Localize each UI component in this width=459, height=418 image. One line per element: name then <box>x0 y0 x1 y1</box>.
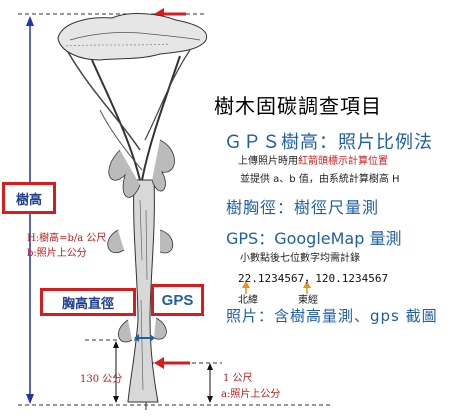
diagram-title: 樹木固碳調查項目 <box>214 94 382 118</box>
googlemap-note: 小數點後七位數字均需計錄 <box>240 253 360 264</box>
breast-height-label: 130 公分 <box>80 374 123 385</box>
a-value-label: a:照片上公分 <box>221 389 281 400</box>
tree-height-label-box: 樹高 <box>2 182 56 214</box>
formula-height: H:樹高=b/a 公尺 <box>27 233 107 244</box>
tree-canopy <box>57 13 208 61</box>
latitude-label: 北緯 <box>238 295 258 306</box>
googlemap-heading: GPS：GoogleMap 量測 <box>226 229 402 248</box>
gps-label-box: GPS <box>151 284 204 316</box>
lat-arrow <box>242 281 250 288</box>
lng-arrow <box>303 281 311 288</box>
formula-b: b:照片上公分 <box>27 248 87 259</box>
gps-height-note: 上傳照片時用紅箭頭標示計算位置 <box>238 152 388 167</box>
dbh-label-box: 胸高直徑 <box>40 288 136 316</box>
meter-red-arrow <box>154 357 164 369</box>
tree-height-arrow-bottom <box>26 394 34 404</box>
gps-height-heading: ＧＰＳ樹高：照片比例法 <box>224 132 433 153</box>
photo-heading: 照片：含樹高量測、gps 截圖 <box>226 307 438 325</box>
gps-height-note-prefix: 上傳照片時用 <box>238 156 298 167</box>
gps-height-note-2: 並提供 a、b 值，由系統計算樹高 H <box>240 174 400 185</box>
coordinate-example: 22.1234567，120.1234567 <box>238 272 389 285</box>
gps-height-note-red: 紅箭頭標示計算位置 <box>298 156 388 167</box>
tree-trunk <box>127 179 159 403</box>
one-meter-label: 1 公尺 <box>223 373 253 384</box>
dbh-heading: 樹胸徑：樹徑尺量測 <box>226 198 380 217</box>
tree-height-arrow-top <box>26 16 34 26</box>
longitude-label: 東經 <box>298 295 318 306</box>
